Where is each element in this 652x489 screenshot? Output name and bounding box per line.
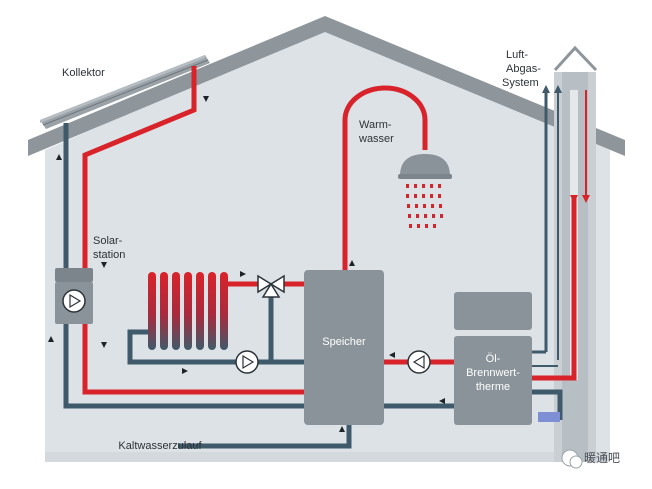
collector	[40, 55, 210, 129]
watermark-text: 暖通吧	[584, 451, 620, 465]
label-luft-3: System	[502, 77, 539, 89]
floor-band	[45, 452, 610, 462]
radiator	[148, 272, 228, 350]
hot-pipes	[82, 66, 577, 395]
label-warmwasser-2: wasser	[358, 133, 394, 145]
cold-pipes	[63, 123, 563, 449]
flow-arrows	[48, 96, 445, 432]
label-speicher: Speicher	[322, 336, 366, 348]
water-drops	[406, 184, 443, 228]
label-brenn-1: Öl-	[486, 353, 501, 365]
label-luft-1: Luft-	[506, 49, 528, 61]
label-brenn-3: therme	[476, 381, 510, 393]
label-solarstation-1: Solar-	[93, 235, 123, 247]
solar-station	[55, 268, 93, 324]
three-way-valve	[257, 274, 285, 298]
label-warmwasser-1: Warm-	[359, 119, 392, 131]
watermark: 暖通吧	[561, 449, 620, 469]
flue-arrows	[542, 85, 590, 203]
pump-burner	[407, 350, 431, 374]
label-kaltwasser: Kaltwasserzulauf	[118, 440, 202, 452]
shower-head	[398, 154, 452, 179]
pump-heating	[235, 350, 259, 374]
label-brenn-2: Brennwert-	[466, 367, 520, 379]
burner-unit	[454, 292, 560, 425]
label-luft-2: Abgas-	[506, 63, 541, 75]
label-kollektor: Kollektor	[62, 67, 105, 79]
flue-lines	[532, 90, 587, 367]
label-solarstation-2: station	[93, 249, 125, 261]
speicher-tank	[304, 270, 384, 425]
